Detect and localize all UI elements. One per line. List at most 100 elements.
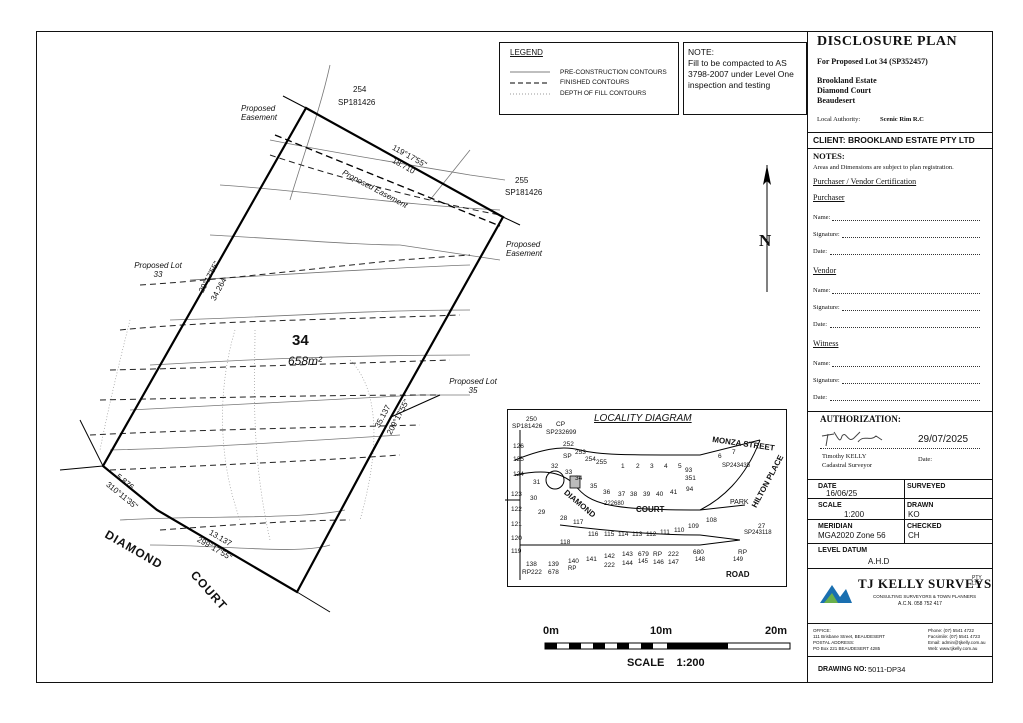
drawn-value: KO [908, 510, 920, 519]
locality-lot: 146 [653, 559, 664, 566]
legend-item-pre-construction: PRE-CONSTRUCTION CONTOURS [560, 69, 667, 76]
meridian-value: MGA2020 Zone 56 [818, 531, 886, 540]
witness-name-field[interactable] [832, 366, 980, 367]
locality-lot: 31 [533, 479, 541, 486]
witness-heading: Witness [813, 339, 839, 348]
locality-lot: 118 [560, 539, 571, 546]
meridian-header: MERIDIAN [818, 523, 853, 530]
locality-lot: 29 [538, 509, 546, 516]
website[interactable]: Web: www.tjkelly.com.au [928, 646, 978, 651]
drawing-number: 5011-DP34 [868, 665, 906, 674]
purchaser-signature-field[interactable] [842, 237, 980, 238]
company-logo-icon [820, 585, 852, 603]
proposed-lot-33-label: Proposed Lot 33 [134, 261, 182, 279]
locality-lot: 108 [706, 517, 717, 524]
locality-lot: 111 [660, 529, 670, 536]
locality-lot: 125 [513, 456, 524, 463]
notes-heading: NOTES: [813, 151, 845, 161]
locality-lot: 94 [686, 486, 694, 493]
locality-lot: 5 [678, 463, 682, 470]
locality-street-diamond: DIAMOND [562, 488, 598, 520]
surveyor-title: Cadastral Surveyor [822, 462, 873, 469]
scale-end: 20m [765, 625, 788, 637]
locality-lot: 39 [643, 491, 651, 498]
postal-address: PO Box 221 BEAUDESERT 4285 [813, 646, 881, 651]
vendor-name-label: Name: [813, 287, 831, 294]
locality-lot: 148 [695, 557, 706, 563]
street-name: Diamond Court [817, 86, 872, 95]
witness-name-label: Name: [813, 360, 831, 367]
authorization-section: AUTHORIZATION: 29/07/2025 Timothy KELLY … [808, 411, 993, 479]
proposed-lot-35-label: Proposed Lot 35 [449, 377, 497, 395]
locality-lot: 253 [575, 449, 586, 456]
locality-lot: 142 [604, 553, 615, 560]
locality-street-monza: MONZA STREET [711, 435, 776, 453]
locality-lot: 110 [674, 527, 685, 534]
locality-lot: 679 [638, 551, 649, 558]
note-text: Fill to be compacted to AS 3798-2007 und… [688, 58, 794, 90]
postal-label: POSTAL ADDRESS: [813, 640, 855, 645]
locality-lot: 117 [573, 519, 584, 526]
locality-lot: 3 [650, 463, 654, 470]
locality-road-lines [505, 430, 761, 580]
lot-254-plan: SP181426 [338, 98, 376, 107]
level-datum-value: A.H.D [868, 557, 890, 566]
certification-heading: Purchaser / Vendor Certification [813, 177, 917, 186]
locality-lot: 1 [621, 463, 625, 470]
locality-lot: 40 [656, 491, 664, 498]
drawing-number-section: DRAWING NO: 5011-DP34 [808, 656, 993, 683]
level-datum-section: LEVEL DATUM A.H.D [808, 543, 993, 568]
purchaser-date-field[interactable] [830, 254, 980, 255]
locality-lot: 124 [513, 471, 524, 478]
town-name: Beaudesert [817, 96, 856, 105]
locality-lot: SP181426 [512, 423, 543, 430]
witness-date-label: Date: [813, 394, 828, 401]
locality-lot: 149 [733, 557, 744, 563]
fax-number: Facsimile: (07) 5541 4723 [928, 634, 981, 639]
locality-lot-34-highlight [569, 475, 581, 489]
locality-lot: 30 [530, 495, 538, 502]
locality-lot: SP232699 [546, 429, 577, 436]
witness-signature-label: Signature: [813, 377, 840, 384]
vendor-date-field[interactable] [830, 327, 980, 328]
locality-lot: 27 [758, 523, 766, 530]
proposed-easement-label-1: Proposed Easement [241, 104, 278, 122]
date-field-label: Date: [918, 456, 933, 463]
scale-bar [544, 642, 791, 650]
email-address[interactable]: Email: admin@tjkelly.com.au [928, 640, 986, 645]
witness-date-field[interactable] [830, 400, 980, 401]
locality-lot: 143 [622, 551, 633, 558]
locality-lot: 254 [585, 456, 596, 463]
vendor-signature-field[interactable] [842, 310, 980, 311]
locality-lot: 32 [551, 463, 559, 470]
proposed-easement-label-3: Proposed Easement [506, 240, 543, 258]
scale-value: 1:200 [844, 510, 865, 519]
vendor-name-field[interactable] [832, 293, 980, 294]
locality-lot: 139 [548, 561, 559, 568]
vendor-heading: Vendor [813, 266, 837, 275]
estate-name: Brookland Estate [817, 76, 877, 85]
office-label: OFFICE: [813, 628, 831, 633]
locality-lot: 115 [604, 531, 615, 538]
locality-lot: 222 [668, 551, 679, 558]
locality-lot: 113 [632, 531, 643, 538]
lot-254-label: 254 [353, 85, 367, 94]
locality-lot: 34 [575, 475, 583, 482]
authorization-heading: AUTHORIZATION: [820, 414, 901, 424]
locality-lot: SP243435 [722, 463, 751, 469]
note-box: NOTE: Fill to be compacted to AS 3798-20… [683, 42, 807, 115]
client-section: CLIENT: BROOKLAND ESTATE PTY LTD [808, 132, 993, 148]
purchaser-name-field[interactable] [832, 220, 980, 221]
witness-signature-field[interactable] [842, 383, 980, 384]
locality-lot: 41 [670, 489, 678, 496]
locality-lot: 38 [630, 491, 638, 498]
scale-mid: 10m [650, 625, 673, 637]
checked-header: CHECKED [907, 523, 942, 530]
scale-start: 0m [543, 625, 559, 637]
lot-area: 658m² [288, 354, 323, 368]
locality-lot: CP [556, 421, 566, 428]
locality-lot: 255 [596, 459, 607, 466]
purchaser-heading: Purchaser [813, 193, 845, 202]
locality-lot: 145 [638, 559, 649, 565]
locality-lot: RP [568, 566, 577, 572]
